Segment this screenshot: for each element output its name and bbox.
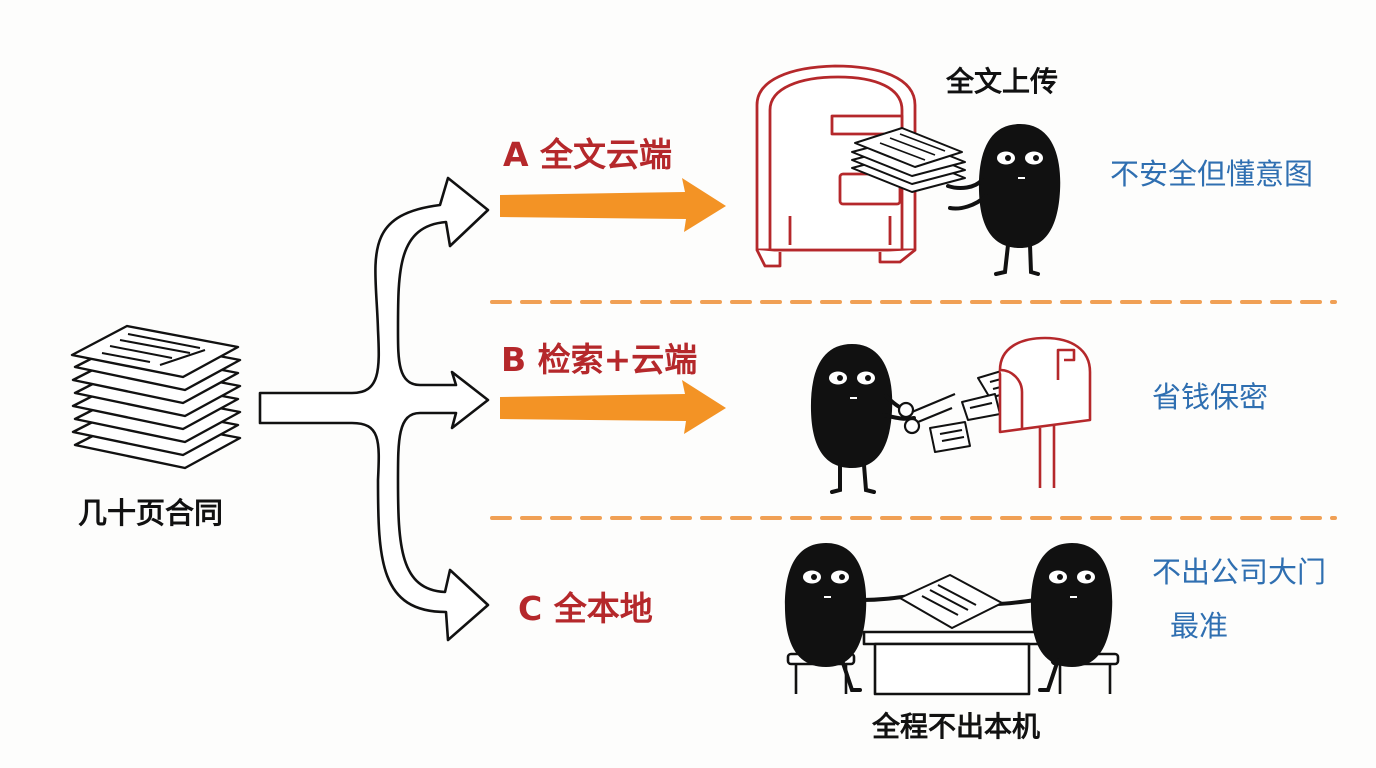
option-c-note-line-2: 最准	[1170, 609, 1229, 643]
option-c-label: C 全本地	[518, 589, 653, 628]
character-a	[946, 123, 1062, 276]
character-b	[809, 343, 916, 494]
table-icon	[862, 630, 1042, 696]
branch-arrows	[258, 176, 490, 642]
option-a-caption: 全文上传	[946, 65, 1059, 98]
option-b-note: 省钱保密	[1152, 380, 1269, 414]
option-a-note: 不安全但懂意图	[1110, 157, 1314, 191]
shared-document-icon	[899, 574, 1003, 629]
option-c-note-line-1: 不出公司大门	[1152, 555, 1327, 589]
document-stack-icon	[851, 127, 966, 193]
paper-stack-icon	[70, 324, 242, 470]
option-a-label: A 全文云端	[503, 135, 673, 174]
orange-arrow-a	[500, 178, 726, 232]
mailbox-small-icon	[998, 336, 1092, 488]
mailbox-large-icon	[755, 64, 917, 268]
orange-arrow-b	[500, 380, 726, 434]
scissors-icon	[897, 392, 956, 435]
option-b-label: B 检索+云端	[501, 340, 698, 379]
option-c-caption: 全程不出本机	[872, 710, 1041, 743]
source-label: 几十页合同	[78, 496, 224, 530]
